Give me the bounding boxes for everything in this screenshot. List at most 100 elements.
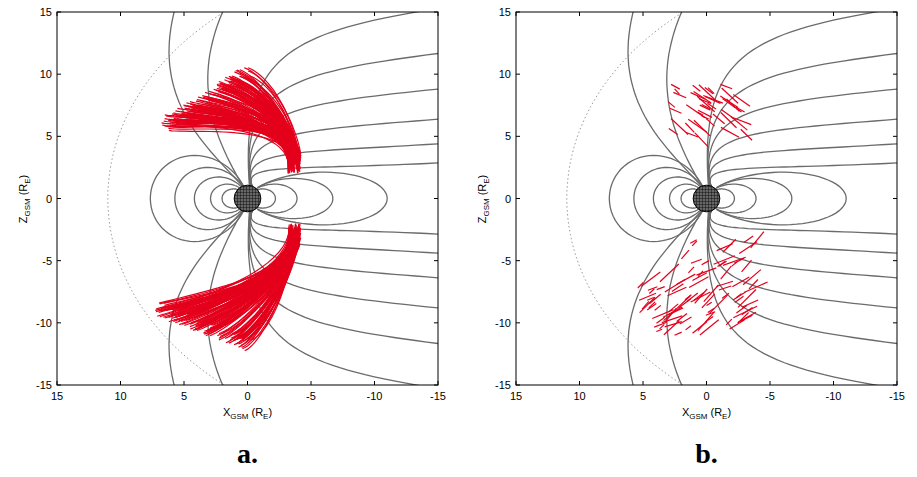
axis-title: ZGSM(RE)	[18, 174, 29, 223]
trajectory-segment	[700, 320, 719, 335]
trajectory-segment	[707, 302, 712, 305]
trajectory	[209, 93, 289, 173]
trajectory-segment	[685, 123, 694, 132]
tick-mark	[57, 12, 438, 385]
tick-mark	[516, 12, 897, 385]
trajectory-segment	[706, 118, 715, 126]
trajectory-segment	[721, 113, 737, 128]
tick-label: 15	[510, 391, 522, 402]
trajectory-segment	[642, 301, 649, 309]
plot-area	[108, 12, 438, 385]
trajectory	[196, 230, 294, 326]
trajectory-segment	[655, 305, 661, 310]
axis-title-part: GSM	[23, 198, 32, 216]
trajectory-segment	[730, 320, 745, 329]
earth	[234, 185, 261, 212]
tick-label: -5	[306, 391, 316, 402]
field-line	[717, 172, 846, 225]
tick-label: -10	[826, 391, 842, 402]
tick-mark	[57, 12, 438, 385]
tick-mark	[57, 12, 438, 385]
trajectory-segment	[700, 105, 711, 110]
tick-label: 10	[499, 69, 511, 80]
axis-title-part: (R	[476, 183, 488, 195]
field-line	[257, 184, 297, 213]
tick-label: 0	[703, 391, 709, 402]
trajectory-segment	[696, 268, 716, 275]
axis-title-part: GSM	[230, 412, 248, 421]
tick-mark	[57, 12, 438, 385]
tick-mark	[516, 12, 897, 385]
trajectory	[156, 233, 290, 309]
tick-label: -5	[765, 391, 775, 402]
field-line	[257, 178, 332, 218]
trajectory	[225, 77, 293, 167]
trajectory	[166, 116, 297, 162]
trajectory-segment	[744, 236, 753, 242]
tick-label: -10	[36, 317, 52, 328]
panel-label: a.	[237, 440, 258, 468]
trajectory-segment	[672, 284, 684, 292]
trajectory	[197, 100, 297, 157]
tick-label: -15	[889, 391, 905, 402]
trajectory-segment	[738, 312, 756, 322]
tick-label: -15	[430, 391, 446, 402]
tick-label: 15	[499, 7, 511, 18]
axis-title-part: )	[268, 406, 272, 418]
trajectory	[169, 239, 299, 322]
trajectory-segment	[671, 296, 690, 314]
earth	[693, 185, 720, 212]
trajectory	[175, 111, 293, 161]
trajectory-segment	[669, 129, 678, 135]
trajectory-segment	[705, 87, 713, 93]
trajectory-segment	[731, 117, 747, 130]
trajectory-segment	[649, 294, 660, 304]
trajectory-segment	[707, 103, 716, 109]
trajectory	[176, 123, 289, 163]
tick-mark	[516, 12, 897, 385]
trajectory-segment	[698, 271, 703, 277]
trajectory-segment	[732, 277, 749, 287]
trajectory-segment	[721, 127, 739, 137]
trajectory-segment	[654, 322, 667, 327]
tick-label: -10	[367, 391, 383, 402]
field-line	[628, 210, 702, 385]
trajectory-segment	[741, 129, 752, 140]
trajectory-segment	[671, 84, 680, 89]
trajectory-segment	[751, 232, 764, 248]
trajectory-segment	[689, 277, 708, 288]
tick-label: 5	[181, 391, 187, 402]
trajectory-segment	[680, 317, 692, 324]
axis-title-part: (R	[710, 406, 722, 418]
trajectory-segment	[670, 108, 682, 113]
trajectory-segment	[721, 266, 732, 279]
trajectory-segment	[641, 272, 660, 286]
tick-label: 0	[46, 193, 52, 204]
tick-label: 15	[51, 391, 63, 402]
trajectory-segment	[744, 282, 767, 292]
axis-title-part: Z	[476, 216, 488, 223]
field-line	[258, 172, 387, 225]
trajectory-segment	[691, 259, 702, 263]
axes-frame	[516, 12, 897, 385]
plot-area	[567, 12, 897, 385]
axis-title-part: E	[263, 412, 268, 421]
tick-label: -15	[495, 380, 511, 391]
trajectory-segment	[652, 310, 673, 319]
axis-title-part: GSM	[482, 198, 491, 216]
trajectory-segment	[660, 264, 679, 282]
field-line	[709, 117, 897, 187]
tick-label: 0	[505, 193, 511, 204]
trajectory-segment	[681, 250, 689, 259]
tick-mark	[57, 12, 438, 385]
trajectory	[229, 84, 296, 170]
trajectory	[212, 100, 292, 163]
axis-title-part: E	[482, 178, 491, 183]
trajectory	[240, 227, 291, 339]
trajectory-segment	[649, 289, 654, 294]
axis-title-part: (R	[17, 183, 29, 195]
axis-title-part: E	[722, 412, 727, 421]
trajectory-segment	[691, 292, 711, 302]
tick-mark	[57, 12, 438, 385]
